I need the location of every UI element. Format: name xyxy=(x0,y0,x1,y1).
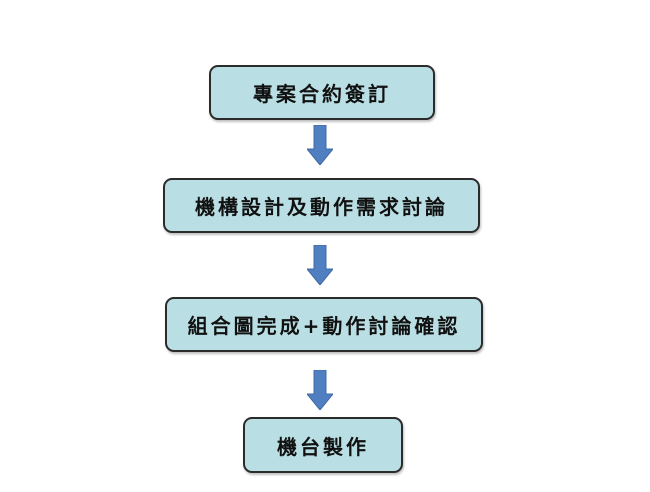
down-arrow-icon xyxy=(307,125,333,165)
step-box-design-discussion: 機構設計及動作需求討論 xyxy=(163,178,480,233)
down-arrow-icon xyxy=(307,245,333,285)
step-label: 機台製作 xyxy=(277,434,369,459)
step-label: 組合圖完成+動作討論確認 xyxy=(187,314,461,338)
step-label: 機構設計及動作需求討論 xyxy=(195,195,448,219)
step-box-machine-build: 機台製作 xyxy=(243,417,403,473)
step-box-assembly-confirm: 組合圖完成+動作討論確認 xyxy=(165,297,483,352)
down-arrow-icon xyxy=(307,370,333,410)
step-box-contract: 專案合約簽訂 xyxy=(209,65,435,120)
step-label: 專案合約簽訂 xyxy=(253,82,391,106)
